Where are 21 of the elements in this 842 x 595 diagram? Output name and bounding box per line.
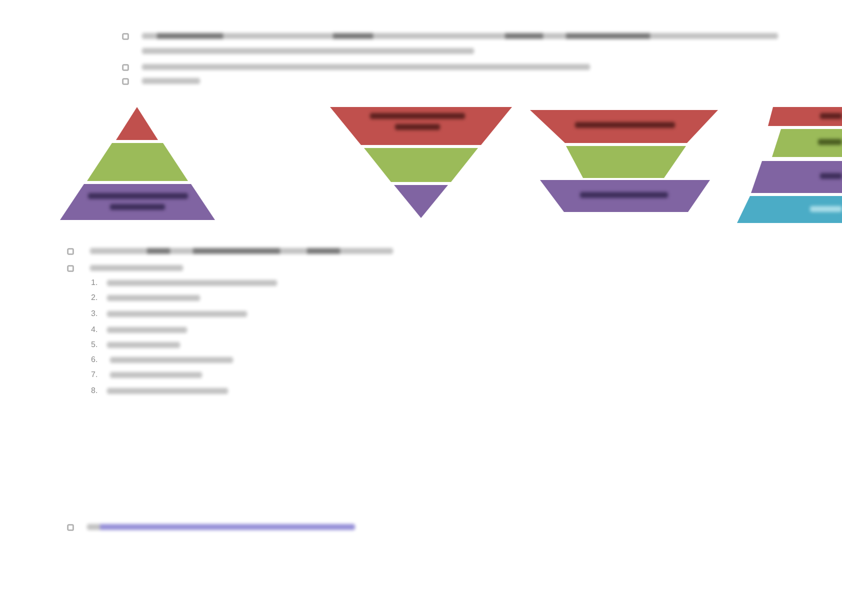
pyramid-layer — [330, 107, 512, 145]
pyramid-layer — [768, 107, 842, 126]
list-number: 3. — [91, 309, 98, 319]
pyramid-layer — [540, 180, 710, 212]
pyramid-layer — [116, 107, 158, 140]
pyramid-layer — [566, 146, 686, 178]
pyramid-layer — [364, 148, 478, 182]
list-number: 1. — [91, 278, 98, 288]
list-number: 2. — [91, 293, 98, 303]
list-number: 5. — [91, 340, 98, 350]
pyramid-layer — [737, 196, 842, 223]
pyramid-layer — [60, 184, 215, 220]
pyramid-layer — [772, 129, 842, 157]
list-number: 8. — [91, 386, 98, 396]
list-number: 6. — [91, 355, 98, 365]
pyramid-layer — [394, 185, 448, 218]
pyramid-layer — [87, 143, 188, 181]
list-number: 7. — [91, 370, 98, 380]
list-number: 4. — [91, 325, 98, 335]
pyramid-layer — [751, 161, 842, 193]
pyramid-layer — [530, 110, 718, 143]
